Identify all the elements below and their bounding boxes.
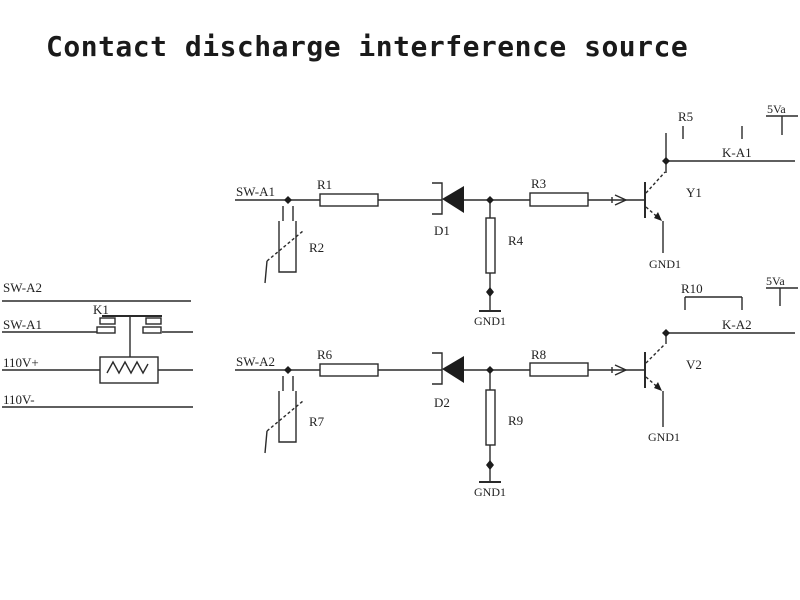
- relay-coil-symbol: [99, 356, 159, 384]
- base-arrow-ch1: [611, 194, 628, 206]
- gnd1-emitter-bottom-label: GND1: [648, 430, 680, 444]
- gnd1-emitter-top-label: GND1: [649, 257, 681, 271]
- junction-dot: [486, 196, 494, 204]
- relay-k1-label: K1: [93, 302, 109, 317]
- junction-dot: [486, 287, 494, 297]
- relay-block-sw-a2-label: SW-A2: [3, 280, 42, 295]
- d1-label: D1: [434, 223, 450, 238]
- resistor-r10-bracket: [684, 296, 743, 310]
- r1-label: R1: [317, 177, 332, 192]
- diode-d1: [432, 182, 464, 215]
- channel-1: SW-A1 R1 R2 D1 R3 R4 R5 GND1 Y1 GND1 K-A…: [235, 102, 798, 328]
- base-arrow-ch2: [611, 364, 628, 376]
- diode-d2: [432, 352, 464, 385]
- resistor-r1-body: [319, 193, 379, 207]
- transistor-v2: [644, 333, 667, 427]
- resistor-r7-trimmer: [264, 376, 304, 454]
- r2-label: R2: [309, 240, 324, 255]
- supply-110v-minus-label: 110V-: [3, 392, 35, 407]
- channel-2: SW-A2 R6 R7 D2 R8 R9 R10 GND1 V2 GND1 K-…: [235, 274, 798, 499]
- v2-label: V2: [686, 357, 702, 372]
- supply-110v-plus-label: 110V+: [3, 355, 39, 370]
- junction-dot: [662, 157, 670, 165]
- y1-label: Y1: [686, 185, 702, 200]
- r9-label: R9: [508, 413, 523, 428]
- junction-dot: [284, 196, 292, 204]
- transistor-y1: [644, 133, 667, 253]
- relay-block: SW-A2 SW-A1 K1 110V+ 110V-: [2, 280, 193, 408]
- resistor-r3-body: [529, 192, 589, 207]
- resistor-r5-stub: [682, 126, 743, 139]
- emitter-arrow: [654, 382, 662, 391]
- resistor-r8-body: [529, 362, 589, 377]
- power-flag-5va-top: [766, 115, 798, 135]
- diagram-title: Contact discharge interference source: [46, 30, 689, 63]
- r4-label: R4: [508, 233, 524, 248]
- resistor-r4-gnd: [479, 200, 501, 312]
- r3-label: R3: [531, 176, 546, 191]
- junction-dot: [486, 460, 494, 470]
- ch1-input-label: SW-A1: [236, 184, 275, 199]
- k-a1-label: K-A1: [722, 145, 752, 160]
- gnd1-divider-bottom-label: GND1: [474, 485, 506, 499]
- power-flag-5va-bottom: [766, 287, 798, 306]
- d2-label: D2: [434, 395, 450, 410]
- relay-contact-symbol: [96, 315, 162, 357]
- relay-block-sw-a1-label: SW-A1: [3, 317, 42, 332]
- r5-label: R5: [678, 109, 693, 124]
- resistor-r9-gnd: [479, 370, 501, 483]
- ch2-input-label: SW-A2: [236, 354, 275, 369]
- junction-dot: [662, 329, 670, 337]
- r7-label: R7: [309, 414, 325, 429]
- emitter-arrow: [654, 212, 662, 221]
- vcc-5va-top-label: 5Va: [767, 102, 786, 116]
- k-a2-label: K-A2: [722, 317, 752, 332]
- r10-label: R10: [681, 281, 703, 296]
- resistor-r6-body: [319, 363, 379, 377]
- vcc-5va-bottom-label: 5Va: [766, 274, 785, 288]
- gnd1-divider-top-label: GND1: [474, 314, 506, 328]
- junction-dot: [284, 366, 292, 374]
- r6-label: R6: [317, 347, 333, 362]
- resistor-r2-trimmer: [264, 206, 304, 284]
- r8-label: R8: [531, 347, 546, 362]
- junction-dot: [486, 366, 494, 374]
